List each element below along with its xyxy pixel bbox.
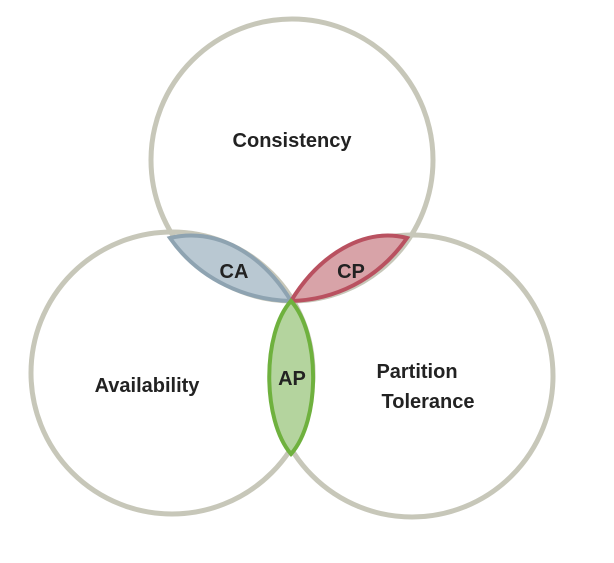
availability-label: Availability — [95, 375, 201, 397]
ap-intersection — [267, 298, 316, 458]
consistency-label: Consistency — [233, 130, 353, 152]
cp-label: CP — [337, 261, 365, 283]
ap-label: AP — [278, 368, 306, 390]
cp-intersection — [287, 233, 411, 304]
ca-label: CA — [220, 261, 249, 283]
partition-label-line2: Tolerance — [382, 391, 475, 413]
partition-label-line1: Partition — [376, 361, 457, 383]
